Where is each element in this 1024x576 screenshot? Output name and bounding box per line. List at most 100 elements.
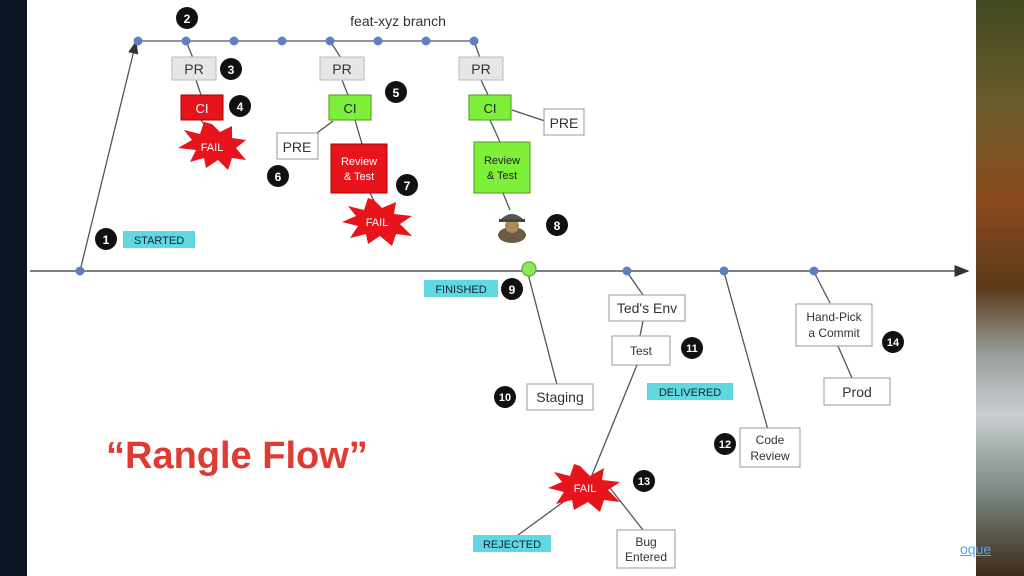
step-marker: 7: [396, 174, 418, 196]
code-review-box: Code Review: [739, 427, 801, 468]
svg-text:13: 13: [638, 476, 650, 488]
svg-text:& Test: & Test: [487, 170, 517, 182]
svg-text:1: 1: [103, 233, 110, 247]
step-marker: 5: [385, 81, 407, 103]
step-marker: 13: [633, 470, 655, 492]
svg-text:PRE: PRE: [283, 139, 312, 155]
svg-text:6: 6: [275, 170, 282, 184]
svg-text:REJECTED: REJECTED: [483, 539, 541, 551]
svg-text:FAIL: FAIL: [366, 217, 389, 229]
review-test-box-failed: Review & Test: [330, 143, 388, 194]
svg-text:PR: PR: [184, 61, 203, 77]
branch-label: feat-xyz branch: [350, 13, 446, 29]
test-box: Test: [611, 335, 671, 366]
step-marker: 3: [220, 58, 242, 80]
pr-box: PR: [458, 56, 504, 81]
svg-text:FAIL: FAIL: [574, 483, 597, 495]
svg-text:12: 12: [719, 439, 731, 451]
svg-text:DELIVERED: DELIVERED: [659, 387, 721, 399]
ci-box-failed: CI: [180, 94, 224, 121]
teds-env-box: Ted's Env: [608, 294, 686, 322]
commit-node: [133, 36, 143, 46]
commit-node: [75, 266, 85, 276]
commit-node: [809, 266, 819, 276]
svg-text:Entered: Entered: [625, 550, 667, 564]
pre-box: PRE: [543, 108, 585, 136]
svg-text:Review: Review: [750, 449, 790, 463]
handpick-commit-box: Hand-Pick a Commit: [795, 303, 873, 347]
svg-text:Hand-Pick: Hand-Pick: [806, 310, 862, 324]
photo-credit-link[interactable]: oque: [960, 541, 992, 557]
commit-node: [325, 36, 335, 46]
step-marker: 1: [95, 228, 117, 250]
svg-text:5: 5: [393, 86, 400, 100]
svg-text:Review: Review: [341, 156, 377, 168]
svg-text:4: 4: [237, 100, 244, 114]
svg-text:14: 14: [887, 337, 900, 349]
step-marker: 4: [229, 95, 251, 117]
ci-box-passed: CI: [468, 94, 512, 121]
svg-text:7: 7: [404, 179, 411, 193]
commit-node: [469, 36, 479, 46]
commit-node: [719, 266, 729, 276]
svg-text:Bug: Bug: [635, 535, 656, 549]
commit-node: [373, 36, 383, 46]
tag-rejected: REJECTED: [473, 535, 551, 552]
svg-text:3: 3: [228, 63, 235, 77]
step-marker: 12: [714, 433, 736, 455]
pr-box: PR: [319, 56, 365, 81]
svg-text:FAIL: FAIL: [201, 142, 224, 154]
svg-text:CI: CI: [344, 101, 357, 116]
staging-box: Staging: [526, 383, 594, 411]
left-dark-band: [0, 0, 27, 576]
step-marker: 10: [494, 386, 516, 408]
step-markers: 1 2 3 4 5 6 7 8 9 10 11 12 13 14: [95, 7, 904, 492]
pr-box: PR: [171, 56, 217, 81]
slide-title: “Rangle Flow”: [106, 435, 368, 477]
commit-node: [277, 36, 287, 46]
svg-text:11: 11: [686, 343, 698, 355]
svg-text:PR: PR: [332, 61, 351, 77]
svg-text:CI: CI: [484, 101, 497, 116]
step-marker: 2: [176, 7, 198, 29]
svg-text:PR: PR: [471, 61, 490, 77]
ci-box-passed: CI: [328, 94, 372, 121]
pre-box: PRE: [276, 132, 319, 160]
svg-text:STARTED: STARTED: [134, 235, 184, 247]
tag-started: STARTED: [123, 231, 195, 248]
review-test-box-passed: Review & Test: [473, 141, 531, 194]
fail-burst: FAIL: [548, 464, 620, 512]
detective-icon: [498, 214, 526, 243]
tag-finished: FINISHED: [424, 280, 498, 297]
step-marker: 8: [546, 214, 568, 236]
svg-text:Ted's Env: Ted's Env: [617, 300, 677, 316]
fail-burst: FAIL: [178, 122, 246, 170]
commit-node: [181, 36, 191, 46]
step-marker: 6: [267, 165, 289, 187]
step-marker: 11: [681, 337, 703, 359]
prod-box: Prod: [823, 377, 891, 406]
step-marker: 9: [501, 278, 523, 300]
step-marker: 14: [882, 331, 904, 353]
commit-nodes: [75, 36, 819, 276]
bug-entered-box: Bug Entered: [616, 529, 676, 569]
commit-node: [229, 36, 239, 46]
merge-node: [521, 261, 537, 277]
svg-text:8: 8: [554, 219, 561, 233]
svg-text:Staging: Staging: [536, 389, 583, 405]
svg-text:& Test: & Test: [344, 171, 374, 183]
svg-text:PRE: PRE: [550, 115, 579, 131]
background-photo-strip: [976, 0, 1024, 576]
svg-text:Review: Review: [484, 155, 520, 167]
commit-node: [622, 266, 632, 276]
svg-text:10: 10: [499, 392, 511, 404]
commit-node: [421, 36, 431, 46]
svg-text:Code: Code: [756, 433, 785, 447]
rangle-flow-diagram: feat-xyz branch PR PR PR CI CI CI PRE PR…: [30, 7, 970, 569]
svg-text:9: 9: [509, 283, 516, 297]
svg-text:a Commit: a Commit: [808, 326, 860, 340]
fail-burst: FAIL: [342, 198, 412, 246]
svg-text:FINISHED: FINISHED: [435, 284, 486, 296]
svg-text:Test: Test: [630, 344, 653, 358]
svg-text:Prod: Prod: [842, 384, 872, 400]
